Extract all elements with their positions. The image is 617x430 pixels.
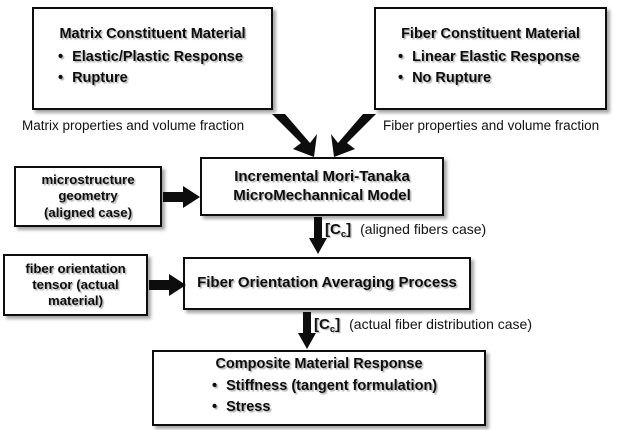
fiber-to-model-arrow-icon bbox=[331, 114, 376, 157]
fiber-bullet-label: Linear Elastic Response bbox=[412, 49, 580, 66]
matrix-box-bullet-list: • Elastic/Plastic Response • Rupture bbox=[40, 47, 265, 89]
actual-stiffness-label: [Cc] (actual fiber distribution case) bbox=[314, 316, 532, 335]
composite-box-bullet-list: • Stiffness (tangent formulation) • Stre… bbox=[160, 376, 478, 418]
bullet-dot-icon: • bbox=[398, 49, 404, 66]
bullet-dot-icon: • bbox=[212, 378, 218, 395]
fiber-orientation-averaging-process-box: Fiber Orientation Averaging Process bbox=[183, 257, 471, 310]
bullet-dot-icon: • bbox=[58, 49, 64, 66]
composite-bullet-label: Stress bbox=[226, 399, 271, 416]
aligned-case-description: (aligned fibers case) bbox=[360, 221, 487, 237]
bullet-dot-icon: • bbox=[58, 70, 64, 87]
matrix-bullet-label: Rupture bbox=[72, 70, 128, 87]
fiber-box-bullet-list: • Linear Elastic Response • No Rupture bbox=[382, 47, 599, 89]
matrix-bullet-label: Elastic/Plastic Response bbox=[72, 49, 243, 66]
aligned-case-down-arrow-icon bbox=[309, 217, 327, 254]
composite-box-title: Composite Material Response bbox=[215, 355, 423, 372]
actual-case-down-arrow-icon bbox=[298, 312, 316, 349]
composite-bullet-item: • Stiffness (tangent formulation) bbox=[212, 376, 478, 397]
fiber-bullet-label: No Rupture bbox=[412, 70, 492, 87]
fiber-orientation-tensor-box: fiber orientation tensor (actual materia… bbox=[3, 254, 148, 316]
stiffness-symbol-actual: [Cc] bbox=[314, 316, 341, 335]
mori-tanaka-title-line2: MicroMechannical Model bbox=[233, 186, 411, 204]
matrix-bullet-item: • Elastic/Plastic Response bbox=[58, 47, 265, 68]
bullet-dot-icon: • bbox=[398, 70, 404, 87]
microstructure-to-model-arrow-icon bbox=[163, 186, 200, 208]
microstructure-geometry-box: microstructure geometry (aligned case) bbox=[14, 166, 162, 227]
bullet-dot-icon: • bbox=[212, 399, 218, 416]
matrix-constituent-material-box: Matrix Constituent Material • Elastic/Pl… bbox=[32, 7, 273, 110]
microstructure-line1: microstructure bbox=[41, 172, 135, 188]
actual-case-description: (actual fiber distribution case) bbox=[349, 316, 532, 332]
matrix-box-title: Matrix Constituent Material bbox=[59, 25, 246, 42]
tensor-line1: fiber orientation bbox=[25, 260, 126, 276]
tensor-to-averaging-arrow-icon bbox=[149, 274, 186, 296]
matrix-bullet-item: • Rupture bbox=[58, 68, 265, 89]
microstructure-line3: (aligned case) bbox=[44, 204, 132, 220]
mori-tanaka-title-line1: Incremental Mori-Tanaka bbox=[234, 168, 410, 186]
stiffness-symbol-aligned: [Cc] bbox=[325, 221, 352, 240]
aligned-stiffness-label: [Cc] (aligned fibers case) bbox=[325, 221, 487, 240]
tensor-line3: material) bbox=[48, 293, 103, 309]
fiber-box-title: Fiber Constituent Material bbox=[401, 25, 580, 42]
composite-material-response-box: Composite Material Response • Stiffness … bbox=[152, 350, 486, 426]
foap-title: Fiber Orientation Averaging Process bbox=[197, 274, 457, 292]
tensor-line2: tensor (actual bbox=[32, 276, 119, 292]
matrix-to-model-arrow-icon bbox=[272, 114, 317, 157]
composite-bullet-label: Stiffness (tangent formulation) bbox=[226, 378, 438, 395]
mori-tanaka-model-box: Incremental Mori-Tanaka MicroMechannical… bbox=[200, 157, 444, 216]
fiber-bullet-item: • Linear Elastic Response bbox=[398, 47, 599, 68]
fiber-constituent-material-box: Fiber Constituent Material • Linear Elas… bbox=[374, 7, 607, 110]
matrix-flow-caption: Matrix properties and volume fraction bbox=[22, 118, 245, 133]
microstructure-line2: geometry bbox=[58, 188, 118, 204]
fiber-bullet-item: • No Rupture bbox=[398, 68, 599, 89]
composite-bullet-item: • Stress bbox=[212, 397, 478, 418]
fiber-flow-caption: Fiber properties and volume fraction bbox=[383, 118, 600, 133]
